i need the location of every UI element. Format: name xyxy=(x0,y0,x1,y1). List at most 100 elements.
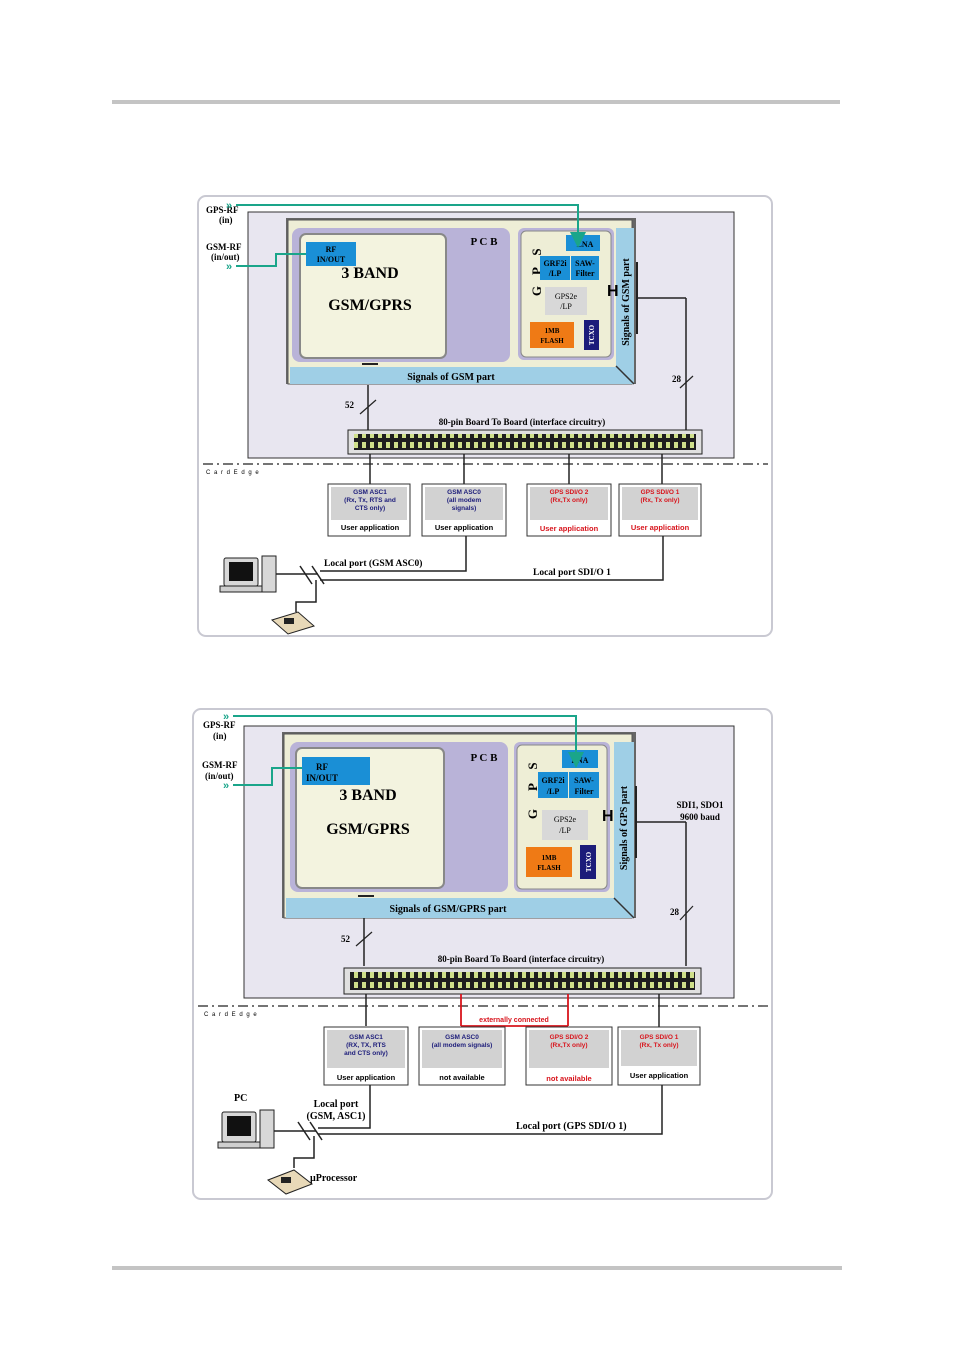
flash-block xyxy=(526,847,572,877)
port-box-gps-sdio1: GPS SDI/O 1 (Rx, Tx only) User applicati… xyxy=(618,483,702,537)
flash-label-2: FLASH xyxy=(537,864,561,872)
saw-block xyxy=(571,256,599,280)
grf-label-1: GRF2i xyxy=(543,259,567,268)
port2-app: User application xyxy=(435,523,494,532)
port3-line-2: (Rx,Tx only) xyxy=(550,1042,587,1049)
gps2e-label-2: /LP xyxy=(560,302,572,311)
gsm-rf-label-1: GSM-RF xyxy=(206,242,242,252)
gsm-rf-arrow-icon: » xyxy=(223,780,229,792)
port-box-gsm-asc0: GSM ASC0 (all modem signals) not availab… xyxy=(418,1026,506,1086)
port1-line-2: (Rx, Tx, RTS and xyxy=(344,497,396,504)
port4-app: User application xyxy=(631,523,690,532)
port-box-gps-sdio2: GPS SDI/O 2 (Rx,Tx only) not available xyxy=(525,1026,613,1086)
local-port-2-label: Local port SDI/O 1 xyxy=(533,568,611,578)
processor-cable xyxy=(295,580,317,612)
flash-block xyxy=(530,322,574,348)
rf-io-label-1: RF xyxy=(326,245,337,254)
pcb-label: P C B xyxy=(471,752,499,764)
local-port-1-line xyxy=(320,536,467,572)
connector-label: 80-pin Board To Board (interface circuit… xyxy=(438,954,605,964)
gps-rf-arrow-icon: » xyxy=(226,200,232,212)
h-mark: H xyxy=(602,808,614,825)
local-port-1-line xyxy=(318,1085,371,1129)
flash-label-1: 1MB xyxy=(542,854,557,862)
count-slash-left xyxy=(355,931,373,947)
pcb-label: P C B xyxy=(471,236,499,248)
count-left-label: 52 xyxy=(345,400,355,410)
connector-pins xyxy=(354,434,696,450)
port2-line-2: (all modem xyxy=(447,497,482,504)
port1-line-3: and CTS only) xyxy=(344,1050,388,1057)
header-rule xyxy=(112,100,840,104)
port2-line-1: GSM ASC0 xyxy=(447,489,481,496)
count-slash-right xyxy=(679,905,694,921)
signals-side-label: Signals of GPS part xyxy=(619,785,630,870)
port2-app: not available xyxy=(439,1073,484,1082)
sdi-note-1: SDI1, SDO1 xyxy=(676,800,724,810)
local-port-1-label: Local port (GSM ASC0) xyxy=(324,558,422,569)
port-box-gsm-asc0: GSM ASC0 (all modem signals) User applic… xyxy=(421,483,507,537)
local-port-1-label-1: Local port xyxy=(314,1099,359,1110)
port4-line-2: (Rx, Tx only) xyxy=(639,1042,678,1049)
port4-line-1: GPS SDI/O 1 xyxy=(640,1034,679,1041)
connector-label: 80-pin Board To Board (interface circuit… xyxy=(439,417,606,427)
band-label: 3 BAND xyxy=(339,787,396,804)
port2-line-2: (all modem signals) xyxy=(432,1042,493,1049)
gps-rf-label-2: (in) xyxy=(213,731,227,741)
count-left-label: 52 xyxy=(341,934,351,944)
count-slash-left xyxy=(359,399,377,415)
pc-icon xyxy=(219,555,277,593)
gps-rf-label-1: GPS-RF xyxy=(203,720,236,730)
card-edge-label: C a r d E d g e xyxy=(204,1012,258,1018)
processor-icon xyxy=(266,1169,314,1195)
tcxo-label: TCXO xyxy=(588,324,596,345)
lna-label: LNA xyxy=(572,756,589,765)
gsm-gprs-label: GSM/GPRS xyxy=(328,297,412,314)
signals-bar-side xyxy=(614,742,634,918)
port1-line-3: CTS only) xyxy=(355,505,385,512)
port2-line-1: GSM ASC0 xyxy=(445,1034,479,1041)
port4-line-2: (Rx, Tx only) xyxy=(640,497,679,504)
tcxo-label: TCXO xyxy=(585,851,593,872)
signals-bottom-label: Signals of GSM/GPRS part xyxy=(390,904,508,915)
port-box-gps-sdio2: GPS SDI/O 2 (Rx,Tx only) User applicatio… xyxy=(526,483,612,537)
saw-label-1: SAW- xyxy=(575,259,595,268)
gsm-gprs-label: GSM/GPRS xyxy=(326,821,410,838)
gps-letter-s: S xyxy=(529,248,544,255)
rf-io-label-2: IN/OUT xyxy=(317,255,346,264)
saw-label-2: Filter xyxy=(575,269,595,278)
port3-line-1: GPS SDI/O 2 xyxy=(550,489,589,496)
gsm-rf-line xyxy=(236,253,306,267)
signals-side-label: Signals of GSM part xyxy=(621,258,632,346)
port1-app: User application xyxy=(341,523,400,532)
band-label: 3 BAND xyxy=(341,265,398,282)
processor-icon xyxy=(270,611,316,635)
count-right-label: 28 xyxy=(672,374,682,384)
gps2e-block xyxy=(542,810,588,840)
port3-line-2: (Rx,Tx only) xyxy=(550,497,587,504)
card-edge-label: C a r d E d g e xyxy=(206,470,260,476)
switch-mark-1 xyxy=(297,1121,311,1141)
signals-bar-side xyxy=(616,228,634,384)
local-port-2-label: Local port (GPS SDI/O 1) xyxy=(516,1121,627,1132)
port3-app: User application xyxy=(540,524,599,533)
connector-pins xyxy=(350,972,695,990)
grf-label-2: /LP xyxy=(546,787,560,796)
port-box-gps-sdio1: GPS SDI/O 1 (Rx, Tx only) User applicati… xyxy=(617,1026,701,1086)
pc-icon xyxy=(217,1109,275,1149)
gps-letter-g: G xyxy=(529,286,544,296)
grf-block xyxy=(540,256,570,280)
gps-rf-arrow-icon: » xyxy=(223,711,229,723)
ext-connected-label: externally connected xyxy=(479,1017,549,1024)
gps-rf-label-1: GPS-RF xyxy=(206,205,239,215)
switch-mark-2 xyxy=(311,565,325,585)
port4-line-1: GPS SDI/O 1 xyxy=(641,489,680,496)
footer-rule xyxy=(112,1266,842,1270)
switch-mark-2 xyxy=(309,1121,323,1141)
rf-io-label-2: IN/OUT xyxy=(306,773,338,783)
flash-label-2: FLASH xyxy=(540,337,564,345)
gsm-rf-arrow-icon: » xyxy=(226,261,232,273)
port4-app: User application xyxy=(630,1071,689,1080)
port-box-gsm-asc1: GSM ASC1 (RX, TX, RTS and CTS only) User… xyxy=(323,1026,409,1086)
